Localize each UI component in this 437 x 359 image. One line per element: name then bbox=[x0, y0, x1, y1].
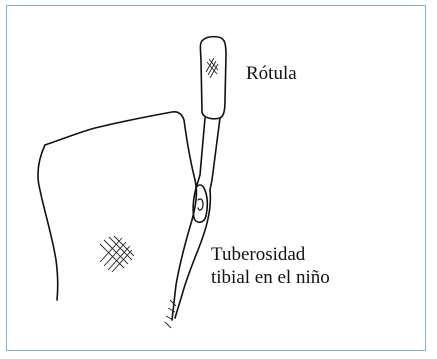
tubercle-inner bbox=[198, 199, 203, 210]
tibia-left-edge bbox=[38, 145, 58, 300]
tibia-outline bbox=[45, 112, 196, 320]
label-tuberosidad: Tuberosidad tibial en el niño bbox=[211, 243, 330, 289]
tendon-fraying bbox=[165, 300, 176, 328]
patella-hatching bbox=[206, 58, 218, 78]
tibia-hatching bbox=[100, 236, 134, 272]
patella-outline bbox=[200, 37, 226, 119]
patellar-tendon bbox=[196, 118, 220, 190]
label-rotula: Rótula bbox=[246, 62, 297, 85]
